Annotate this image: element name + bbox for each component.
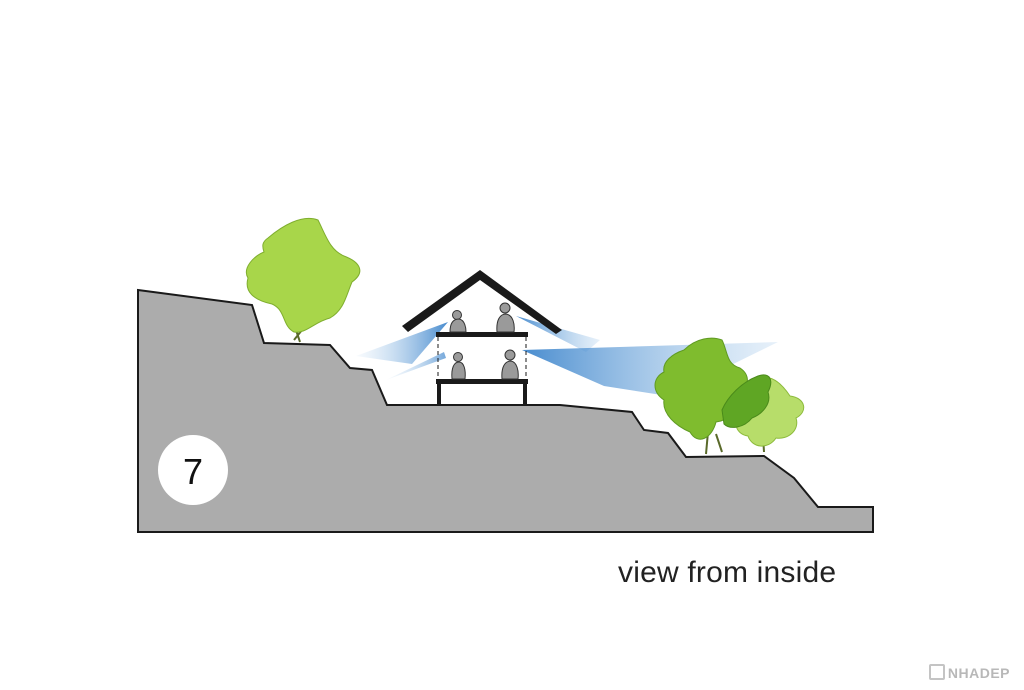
- watermark-logo: NHADEP: [928, 664, 1010, 681]
- terrain-slope: [137, 288, 874, 533]
- step-number: 7: [183, 451, 203, 492]
- ground-floor-slab: [436, 379, 528, 384]
- house-section: [402, 270, 562, 406]
- watermark-text: NHADEP: [947, 665, 1010, 681]
- person-upper-right: [496, 302, 515, 333]
- person-upper-left: [449, 310, 467, 333]
- person-lower-left: [451, 352, 466, 380]
- tree-right-front: [654, 337, 772, 455]
- view-cone-left-lower: [386, 352, 446, 380]
- view-cone-right-upper: [516, 316, 600, 352]
- home-icon: [928, 664, 945, 680]
- view-cone-left-upper: [356, 322, 448, 364]
- tree-left: [246, 218, 361, 343]
- house-wall-right: [523, 384, 527, 406]
- upper-floor-slab: [436, 332, 528, 337]
- person-lower-right: [501, 349, 519, 380]
- diagram-caption: view from inside: [618, 556, 837, 589]
- house-wall-left: [437, 384, 441, 406]
- step-number-badge: 7: [158, 435, 228, 505]
